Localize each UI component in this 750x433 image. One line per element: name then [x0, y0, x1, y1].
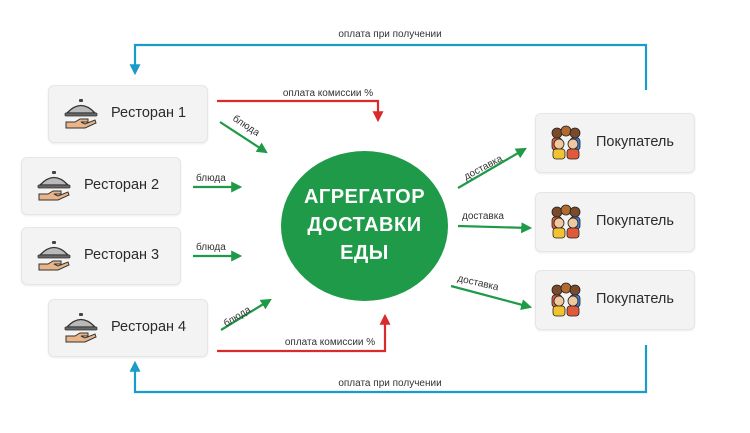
- cloche-icon: [37, 241, 71, 271]
- delivery-label-1: доставка: [462, 153, 505, 183]
- hub-title-line-2: ДОСТАВКИ: [307, 214, 422, 236]
- customer-1-label: Покупатель: [596, 134, 674, 150]
- dishes-arrow-1: [219, 121, 268, 154]
- hub-title-line-3: ЕДЫ: [340, 242, 389, 264]
- restaurant-1-box: Ресторан 1: [48, 85, 208, 143]
- payment-arrow-bottom: [129, 345, 648, 394]
- people-group-icon: [551, 282, 581, 317]
- payment-label-top: оплата при получении: [338, 29, 441, 40]
- people-group-icon: [551, 125, 581, 160]
- customer-1-box: Покупатель: [535, 113, 695, 173]
- delivery-label-3: доставка: [456, 273, 500, 293]
- restaurant-4-label: Ресторан 4: [111, 319, 187, 335]
- people-group-icon: [551, 204, 581, 239]
- restaurant-2-box: Ресторан 2: [21, 157, 181, 215]
- customer-2-box: Покупатель: [535, 192, 695, 252]
- cloche-icon: [64, 99, 98, 129]
- payment-arrow-top: [129, 43, 648, 90]
- dishes-label-2: блюда: [196, 172, 226, 184]
- commission-label-top: оплата комиссии %: [283, 88, 373, 99]
- restaurant-3-label: Ресторан 3: [84, 247, 160, 263]
- dishes-label-3: блюда: [196, 241, 226, 253]
- restaurant-2-label: Ресторан 2: [84, 177, 160, 193]
- hub-title-line-1: АГРЕГАТОР: [303, 186, 426, 208]
- commission-arrow-bottom: [217, 313, 391, 353]
- restaurant-1-label: Ресторан 1: [111, 105, 187, 121]
- delivery-arrow-1: [457, 147, 527, 189]
- restaurant-4-box: Ресторан 4: [48, 299, 208, 357]
- delivery-arrow-2: [457, 222, 533, 234]
- cloche-icon: [37, 171, 71, 201]
- customer-3-box: Покупатель: [535, 270, 695, 330]
- dishes-arrow-4: [220, 298, 272, 331]
- dishes-label-1: блюда: [230, 112, 262, 139]
- payment-label-bottom: оплата при получении: [338, 378, 441, 389]
- delivery-label-2: доставка: [462, 211, 504, 222]
- aggregator-hub: АГРЕГАТОР ДОСТАВКИ ЕДЫ: [281, 151, 448, 301]
- cloche-icon: [64, 313, 98, 343]
- commission-label-bottom: оплата комиссии %: [285, 337, 375, 348]
- commission-arrow-top: [217, 99, 384, 123]
- delivery-arrow-3: [450, 284, 533, 311]
- dishes-label-4: блюда: [221, 303, 253, 329]
- customer-2-label: Покупатель: [596, 213, 674, 229]
- restaurant-3-box: Ресторан 3: [21, 227, 181, 285]
- customer-3-label: Покупатель: [596, 291, 674, 307]
